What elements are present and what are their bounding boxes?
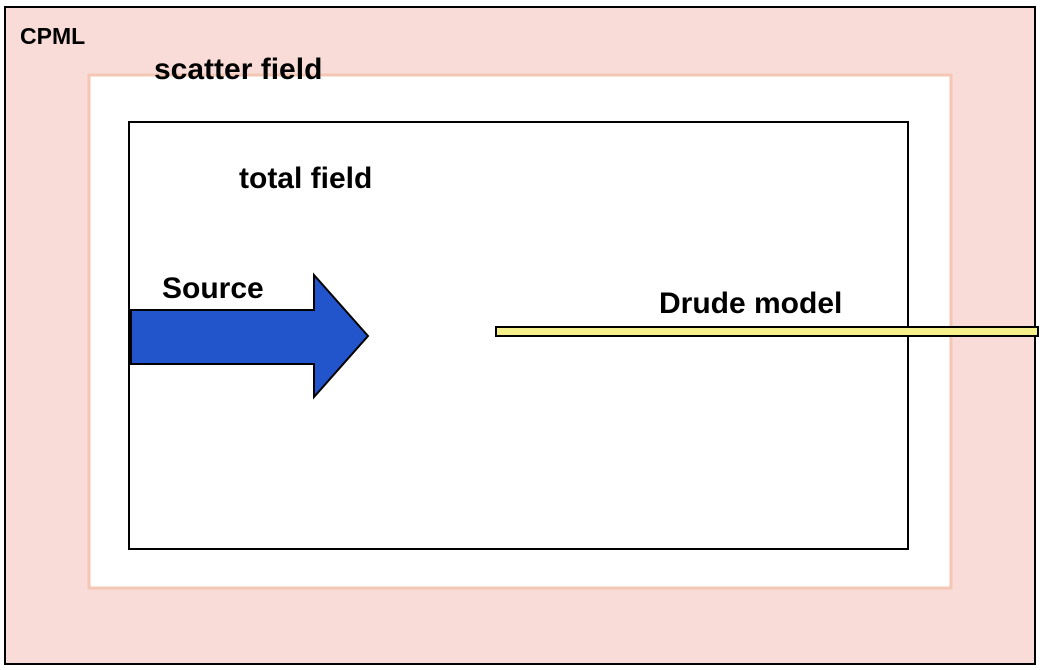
cpml-label: CPML: [20, 23, 85, 49]
scatter-field-label: scatter field: [154, 53, 322, 86]
total-field-label: total field: [239, 162, 372, 195]
drude-model-rod: [495, 326, 1039, 337]
source-label: Source: [162, 272, 264, 305]
drude-model-label: Drude model: [659, 287, 842, 320]
source-arrow-icon: [130, 272, 370, 400]
